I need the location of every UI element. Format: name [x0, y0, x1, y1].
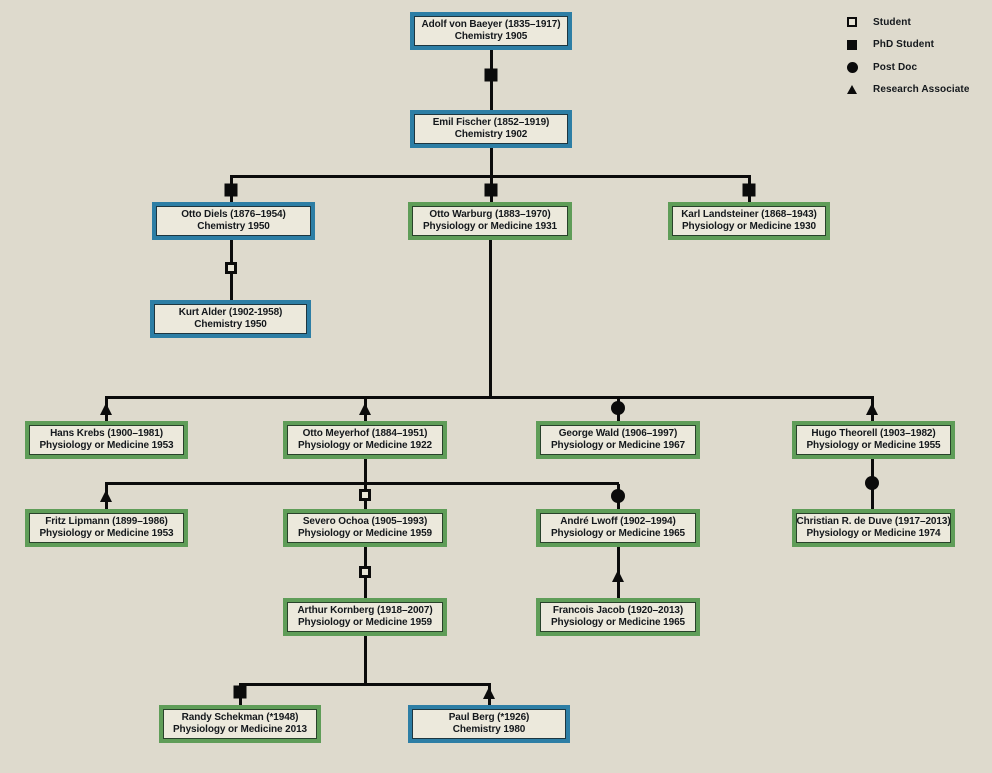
- node-karl-landsteiner: Karl Landsteiner (1868–1943) Physiology …: [668, 202, 830, 240]
- post-doc-circle-icon: [845, 61, 859, 73]
- connector-line: [229, 175, 751, 178]
- node-award: Physiology or Medicine 1922: [297, 440, 432, 451]
- node-award: Physiology or Medicine 1965: [550, 617, 685, 628]
- node-name: Francois Jacob (1920–2013): [552, 604, 684, 616]
- node-otto-diels: Otto Diels (1876–1954) Chemistry 1950: [152, 202, 315, 240]
- node-fritz-lipmann: Fritz Lipmann (1899–1986) Physiology or …: [25, 509, 188, 547]
- node-award: Physiology or Medicine 1931: [422, 221, 557, 232]
- node-name: Hugo Theorell (1903–1982): [811, 427, 936, 439]
- node-award: Physiology or Medicine 1953: [39, 440, 174, 451]
- node-kurt-alder: Kurt Alder (1902-1958) Chemistry 1950: [150, 300, 311, 338]
- post-doc-marker: [611, 489, 625, 503]
- node-adolf-von-baeyer: Adolf von Baeyer (1835–1917) Chemistry 1…: [410, 12, 572, 50]
- connector-line: [104, 396, 874, 399]
- research-associate-marker: [100, 403, 112, 415]
- phd-student-marker: [484, 183, 498, 197]
- legend-item-phd-student: PhD Student: [845, 39, 969, 51]
- node-name: George Wald (1906–1997): [558, 427, 678, 439]
- node-name: Otto Diels (1876–1954): [181, 208, 286, 220]
- node-name: Arthur Kornberg (1918–2007): [297, 604, 433, 616]
- node-paul-berg: Paul Berg (*1926) Chemistry 1980: [408, 705, 570, 743]
- student-square-icon: [845, 17, 859, 27]
- research-associate-marker: [359, 403, 371, 415]
- node-andre-lwoff: André Lwoff (1902–1994) Physiology or Me…: [536, 509, 700, 547]
- legend-item-research-associate: Research Associate: [845, 84, 969, 96]
- node-award: Chemistry 1980: [452, 724, 526, 735]
- post-doc-marker: [865, 476, 879, 490]
- node-award: Physiology or Medicine 1959: [297, 617, 432, 628]
- node-christian-de-duve: Christian R. de Duve (1917–2013) Physiol…: [792, 509, 955, 547]
- node-name: Karl Landsteiner (1868–1943): [681, 208, 817, 220]
- student-marker: [359, 566, 371, 578]
- connector-line: [363, 636, 367, 686]
- legend-label: PhD Student: [873, 39, 935, 50]
- node-hugo-theorell: Hugo Theorell (1903–1982) Physiology or …: [792, 421, 955, 459]
- post-doc-marker: [611, 401, 625, 415]
- node-name: Otto Meyerhof (1884–1951): [302, 427, 428, 439]
- node-emil-fischer: Emil Fischer (1852–1919) Chemistry 1902: [410, 110, 572, 148]
- node-award: Chemistry 1950: [197, 221, 270, 232]
- node-otto-meyerhof: Otto Meyerhof (1884–1951) Physiology or …: [283, 421, 447, 459]
- node-otto-warburg: Otto Warburg (1883–1970) Physiology or M…: [408, 202, 572, 240]
- phd-student-marker: [742, 183, 756, 197]
- research-associate-marker: [866, 403, 878, 415]
- phd-student-marker: [224, 183, 238, 197]
- node-name: Paul Berg (*1926): [448, 711, 530, 723]
- node-name: Hans Krebs (1900–1981): [50, 427, 163, 439]
- node-severo-ochoa: Severo Ochoa (1905–1993) Physiology or M…: [283, 509, 447, 547]
- node-name: Adolf von Baeyer (1835–1917): [421, 18, 561, 30]
- node-award: Chemistry 1905: [454, 31, 528, 42]
- phd-student-square-icon: [845, 39, 859, 50]
- student-marker: [225, 262, 237, 274]
- legend-label: Research Associate: [873, 84, 970, 95]
- research-associate-triangle-icon: [845, 85, 859, 94]
- research-associate-marker: [612, 570, 624, 582]
- legend-item-post-doc: Post Doc: [845, 61, 969, 73]
- legend: Student PhD Student Post Doc Research As…: [845, 16, 969, 96]
- node-award: Physiology or Medicine 1959: [297, 528, 432, 539]
- node-award: Physiology or Medicine 2013: [172, 724, 307, 735]
- node-award: Physiology or Medicine 1967: [550, 440, 685, 451]
- node-name: Otto Warburg (1883–1970): [429, 208, 551, 220]
- node-award: Chemistry 1902: [454, 129, 528, 140]
- node-award: Physiology or Medicine 1974: [806, 528, 941, 539]
- node-award: Physiology or Medicine 1930: [681, 221, 816, 232]
- legend-item-student: Student: [845, 16, 969, 28]
- node-award: Chemistry 1950: [194, 319, 267, 330]
- node-arthur-kornberg: Arthur Kornberg (1918–2007) Physiology o…: [283, 598, 447, 636]
- node-name: Emil Fischer (1852–1919): [432, 116, 550, 128]
- node-francois-jacob: Francois Jacob (1920–2013) Physiology or…: [536, 598, 700, 636]
- node-randy-schekman: Randy Schekman (*1948) Physiology or Med…: [159, 705, 321, 743]
- student-marker: [359, 489, 371, 501]
- connector-line: [488, 240, 492, 399]
- legend-label: Student: [873, 16, 911, 28]
- node-hans-krebs: Hans Krebs (1900–1981) Physiology or Med…: [25, 421, 188, 459]
- node-award: Physiology or Medicine 1965: [550, 528, 685, 539]
- connector-line: [104, 482, 619, 485]
- node-george-wald: George Wald (1906–1997) Physiology or Me…: [536, 421, 700, 459]
- node-name: Fritz Lipmann (1899–1986): [45, 515, 168, 527]
- legend-label: Post Doc: [873, 61, 918, 73]
- node-award: Physiology or Medicine 1953: [39, 528, 174, 539]
- node-name: Christian R. de Duve (1917–2013): [796, 515, 951, 527]
- node-name: Randy Schekman (*1948): [181, 711, 299, 723]
- connector-line: [489, 148, 493, 177]
- node-name: Severo Ochoa (1905–1993): [302, 515, 428, 527]
- node-award: Physiology or Medicine 1955: [806, 440, 941, 451]
- phd-student-marker: [484, 68, 498, 82]
- node-name: Kurt Alder (1902-1958): [178, 306, 283, 318]
- phd-student-marker: [233, 685, 247, 699]
- connector-line: [238, 683, 491, 686]
- node-name: André Lwoff (1902–1994): [560, 515, 676, 527]
- research-associate-marker: [483, 687, 495, 699]
- research-associate-marker: [100, 490, 112, 502]
